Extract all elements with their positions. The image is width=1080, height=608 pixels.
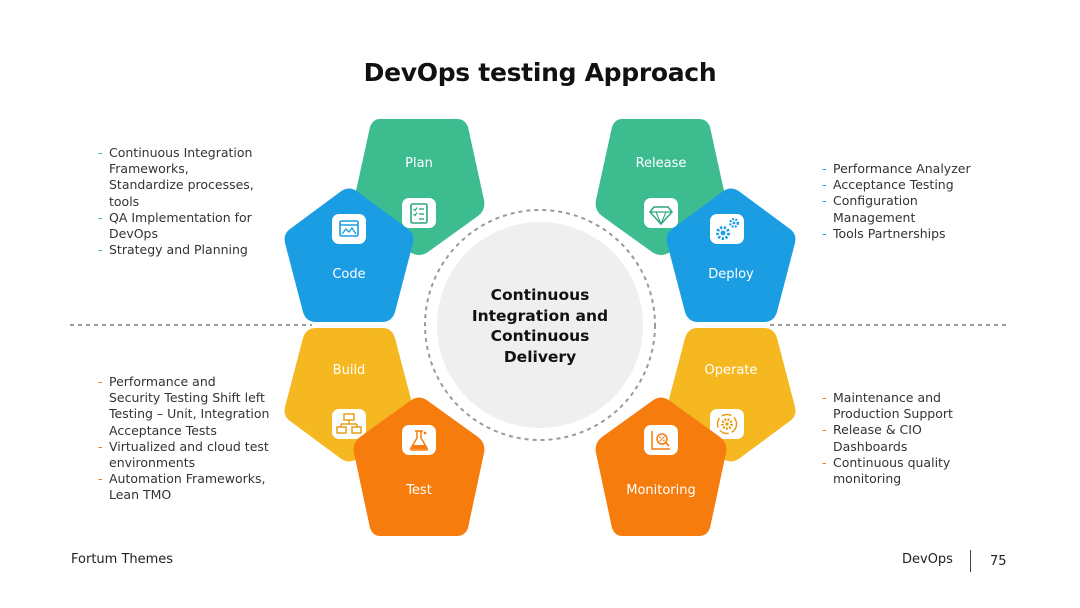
stage-plan-label: Plan bbox=[405, 156, 433, 171]
stage-test-shape bbox=[353, 397, 485, 536]
bullets-top-right: -Performance Analyzer -Acceptance Testin… bbox=[822, 161, 971, 242]
page-number: 75 bbox=[990, 554, 1007, 569]
bullet-dash: - bbox=[98, 209, 103, 225]
stage-deploy-label: Deploy bbox=[708, 267, 754, 282]
list-item: -Acceptance Testing bbox=[822, 177, 954, 193]
stage-code-shape bbox=[284, 188, 414, 322]
bullet-dash: - bbox=[822, 225, 827, 241]
footer-divider bbox=[970, 550, 971, 572]
cycle-gear-icon bbox=[710, 409, 744, 439]
stage-deploy[interactable]: Deploy bbox=[666, 188, 796, 323]
bullet-dash: - bbox=[98, 438, 103, 454]
footer-brand: Fortum Themes bbox=[71, 552, 174, 567]
stage-release-label: Release bbox=[636, 156, 687, 171]
gears-icon bbox=[710, 214, 744, 244]
footer-section: DevOps bbox=[902, 552, 953, 567]
stage-monitoring-label: Monitoring bbox=[626, 483, 696, 498]
stage-monitoring-shape bbox=[595, 397, 727, 536]
bullet-dash: - bbox=[98, 471, 103, 487]
center-line-4: Delivery bbox=[504, 348, 576, 366]
checklist-icon bbox=[402, 198, 436, 228]
analytics-icon bbox=[644, 425, 678, 455]
center-text: Continuous Integration and Continuous De… bbox=[472, 286, 608, 366]
center-ring bbox=[424, 209, 656, 441]
stage-code-label: Code bbox=[332, 267, 365, 282]
stage-build-label: Build bbox=[333, 363, 366, 378]
browser-window-icon bbox=[332, 214, 366, 244]
bullet-dash: - bbox=[98, 145, 103, 160]
bullet-dash: - bbox=[822, 454, 827, 470]
stage-operate-label: Operate bbox=[705, 363, 758, 378]
list-item: -Strategy and Planning bbox=[98, 242, 248, 258]
bullet-dash: - bbox=[822, 193, 827, 209]
stage-monitoring[interactable]: Monitoring bbox=[595, 397, 727, 537]
bullet-dash: - bbox=[822, 422, 827, 438]
bullet-dash: - bbox=[822, 161, 827, 176]
bullet-dash: - bbox=[98, 374, 103, 389]
bullet-dash: - bbox=[822, 177, 827, 193]
stage-test-label: Test bbox=[405, 483, 432, 498]
list-item: -Automation Frameworks,Lean TMO bbox=[98, 471, 266, 503]
center-circle bbox=[437, 222, 643, 428]
list-item: -Tools Partnerships bbox=[822, 225, 946, 241]
stage-deploy-shape bbox=[666, 188, 796, 322]
bullet-dash: - bbox=[98, 242, 103, 258]
center-line-1: Continuous bbox=[491, 286, 590, 304]
stage-code[interactable]: Code bbox=[284, 188, 414, 323]
bullet-dash: - bbox=[822, 390, 827, 405]
center-line-2: Integration and bbox=[472, 307, 608, 325]
diamond-icon bbox=[644, 198, 678, 228]
hierarchy-icon bbox=[332, 409, 366, 439]
center-line-3: Continuous bbox=[491, 327, 590, 345]
stage-test[interactable]: Test bbox=[353, 397, 485, 537]
page-title: DevOps testing Approach bbox=[363, 58, 717, 87]
list-item: -Performance Analyzer bbox=[822, 161, 971, 176]
flask-icon bbox=[402, 425, 436, 455]
